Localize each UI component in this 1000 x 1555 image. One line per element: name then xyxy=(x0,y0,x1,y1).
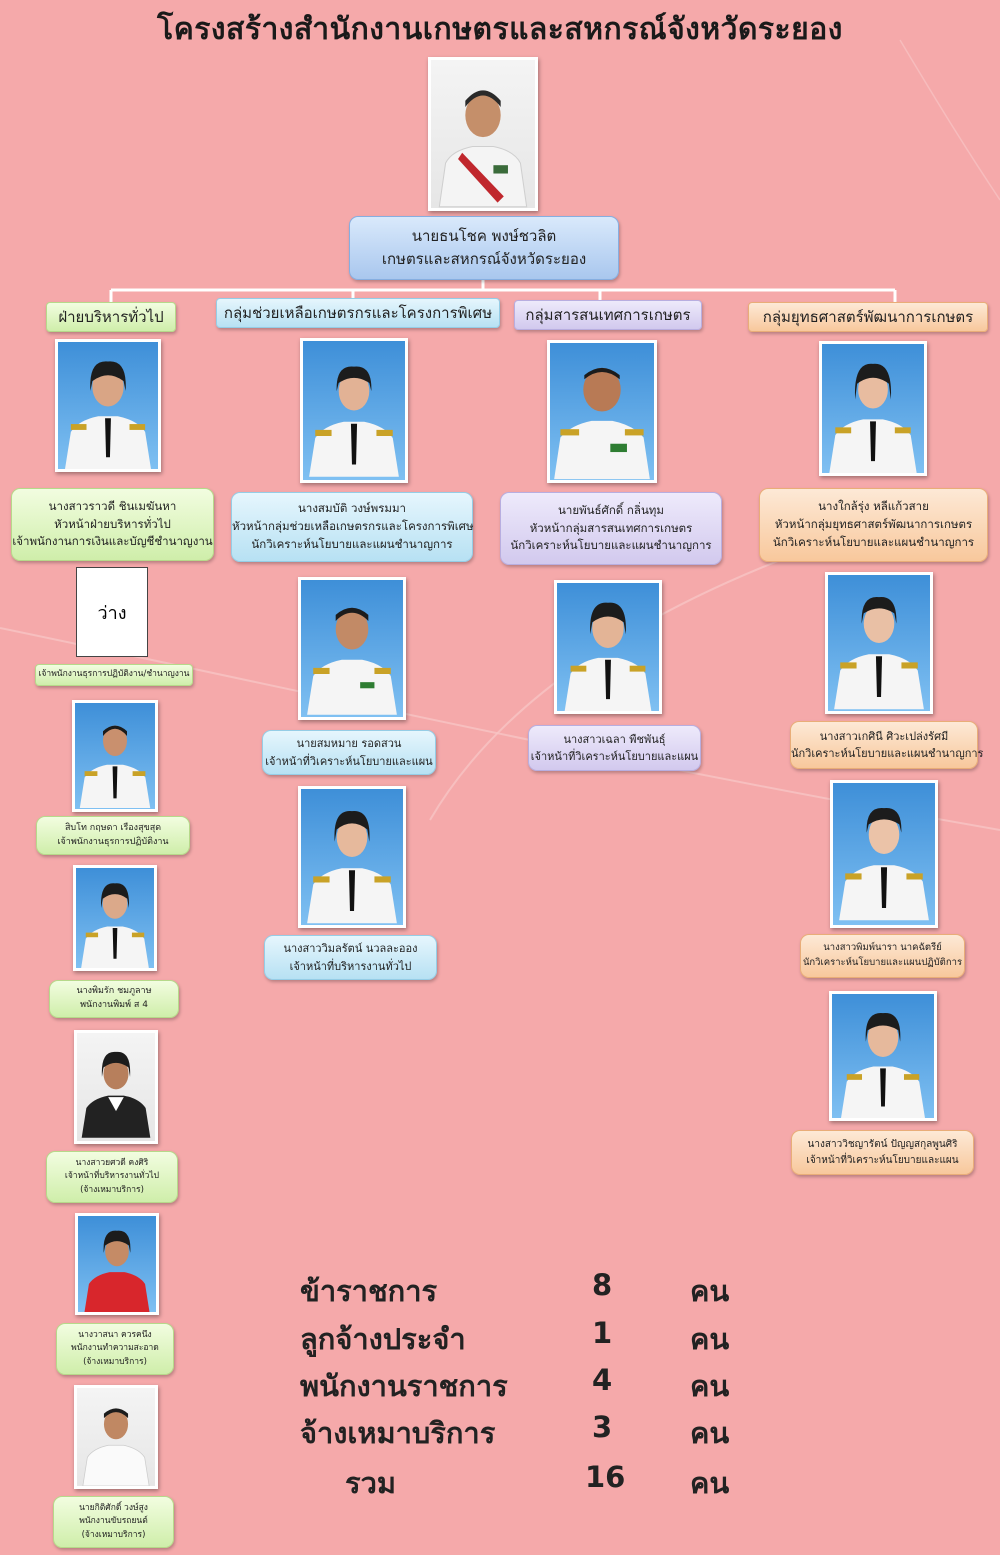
summary-count: 8 xyxy=(592,1268,613,1302)
person-silhouette-icon xyxy=(79,725,151,808)
staff-card: นางสาวพิมพ์นารา นาคฉัตรีย์ นักวิเคราะห์น… xyxy=(800,934,965,978)
summary-label: ลูกจ้างประจำ xyxy=(300,1322,466,1356)
person-silhouette-icon xyxy=(841,1012,925,1118)
staff-card: นางวาสนา ควรคนึง พนักงานทำความสะอาด (จ้า… xyxy=(56,1323,174,1375)
group-header-strategy: กลุ่มยุทธศาสตร์พัฒนาการเกษตร xyxy=(748,302,988,332)
person-silhouette-icon xyxy=(564,602,652,711)
staff-card: นางสาววิชญารัตน์ ปัญญสกุลพูนศิริ เจ้าหน้… xyxy=(791,1130,974,1175)
staff-card: เจ้าพนักงานธุรการปฏิบัติงาน/ชำนาญงาน xyxy=(35,664,193,686)
person-silhouette-icon xyxy=(554,367,650,480)
staff-card: นายพันธ์ศักดิ์ กลิ่นทุม หัวหน้ากลุ่มสารส… xyxy=(500,492,722,565)
staff-card: นางสาวเฉลา พืชพันธุ์ เจ้าหน้าที่วิเคราะห… xyxy=(528,725,701,771)
staff-photo xyxy=(75,1213,159,1315)
summary-count: 4 xyxy=(592,1363,613,1397)
director-card: นายธนโชค พงษ์ชวลิต เกษตรและสหกรณ์จังหวัด… xyxy=(349,216,619,280)
staff-card: นางสมบัติ วงษ์พรมมา หัวหน้ากลุ่มช่วยเหลื… xyxy=(231,492,474,562)
staff-photo xyxy=(298,577,406,720)
summary-total-count: 16 xyxy=(585,1460,626,1494)
person-silhouette-icon xyxy=(307,810,397,924)
staff-card: นายสมหมาย รอดสวน เจ้าหน้าที่วิเคราะห์นโย… xyxy=(262,730,436,775)
person-silhouette-icon xyxy=(84,1230,150,1312)
staff-card: นางสาวเกศินี ศิวะเปล่งรัศมี นักวิเคราะห์… xyxy=(790,721,983,769)
summary-unit: คน xyxy=(690,1369,730,1403)
director-name: นายธนโชค พงษ์ชวลิต xyxy=(411,226,557,245)
staff-photo xyxy=(55,339,161,472)
summary-unit: คน xyxy=(690,1322,730,1356)
summary-count: 1 xyxy=(592,1316,613,1350)
summary-unit: คน xyxy=(690,1274,730,1308)
staff-card: นางสาววิมลรัตน์ นวลละออง เจ้าหน้าที่บริห… xyxy=(264,935,437,980)
staff-photo xyxy=(547,340,657,483)
person-silhouette-icon xyxy=(829,363,917,473)
staff-photo xyxy=(298,786,406,928)
summary-total-label: รวม xyxy=(345,1466,396,1500)
staff-card: นางสาวยศวดี คงศิริ เจ้าหน้าที่บริหารงานท… xyxy=(46,1151,178,1203)
person-silhouette-icon xyxy=(82,1408,150,1486)
staff-card: นางพิมรัก ชมภูลาษ พนักงานพิมพ์ ส 4 xyxy=(49,980,179,1018)
person-silhouette-icon xyxy=(438,90,528,208)
staff-photo xyxy=(73,865,157,971)
group-header-admin: ฝ่ายบริหารทั่วไป xyxy=(46,302,176,332)
staff-card: นายกิติศักดิ์ วงษ์สูง พนักงานขับรถยนต์ (… xyxy=(53,1496,174,1548)
staff-photo xyxy=(830,780,938,928)
person-silhouette-icon xyxy=(65,361,151,469)
staff-photo xyxy=(829,991,937,1121)
summary-label: พนักงานราชการ xyxy=(300,1369,508,1403)
director-photo xyxy=(428,57,538,211)
staff-photo xyxy=(300,338,408,483)
staff-photo xyxy=(554,580,662,714)
summary-label: จ้างเหมาบริการ xyxy=(300,1416,496,1450)
director-position: เกษตรและสหกรณ์จังหวัดระยอง xyxy=(381,250,587,268)
staff-photo xyxy=(72,700,158,812)
group-header-info: กลุ่มสารสนเทศการเกษตร xyxy=(514,300,702,330)
summary-unit: คน xyxy=(690,1416,730,1450)
staff-card: นางใกล้รุ่ง หลีแก้วสาย หัวหน้ากลุ่มยุทธศ… xyxy=(759,488,988,562)
summary-total-unit: คน xyxy=(690,1466,730,1500)
staff-card: สิบโท กฤษดา เรืองสุขสุด เจ้าพนักงานธุรกา… xyxy=(36,816,190,855)
staff-card: นางสาวราวดี ชินเมฆันหา หัวหน้าฝ่ายบริหาร… xyxy=(11,488,214,561)
group-header-assist: กลุ่มช่วยเหลือเกษตรกรและโครงการพิเศษ xyxy=(216,298,500,328)
person-silhouette-icon xyxy=(81,1051,151,1138)
person-silhouette-icon xyxy=(309,366,399,477)
summary-label: ข้าราชการ xyxy=(300,1274,438,1308)
staff-photo xyxy=(819,341,927,476)
person-silhouette-icon xyxy=(834,596,924,710)
person-silhouette-icon xyxy=(307,607,397,715)
staff-photo xyxy=(825,572,933,714)
person-silhouette-icon xyxy=(839,807,929,921)
vacant-position-box: ว่าง xyxy=(76,567,148,657)
staff-photo xyxy=(74,1030,158,1144)
person-silhouette-icon xyxy=(81,883,149,968)
summary-count: 3 xyxy=(592,1410,613,1444)
staff-photo xyxy=(74,1385,158,1489)
page-title: โครงสร้างสำนักงานเกษตรและสหกรณ์จังหวัดระ… xyxy=(157,12,843,47)
